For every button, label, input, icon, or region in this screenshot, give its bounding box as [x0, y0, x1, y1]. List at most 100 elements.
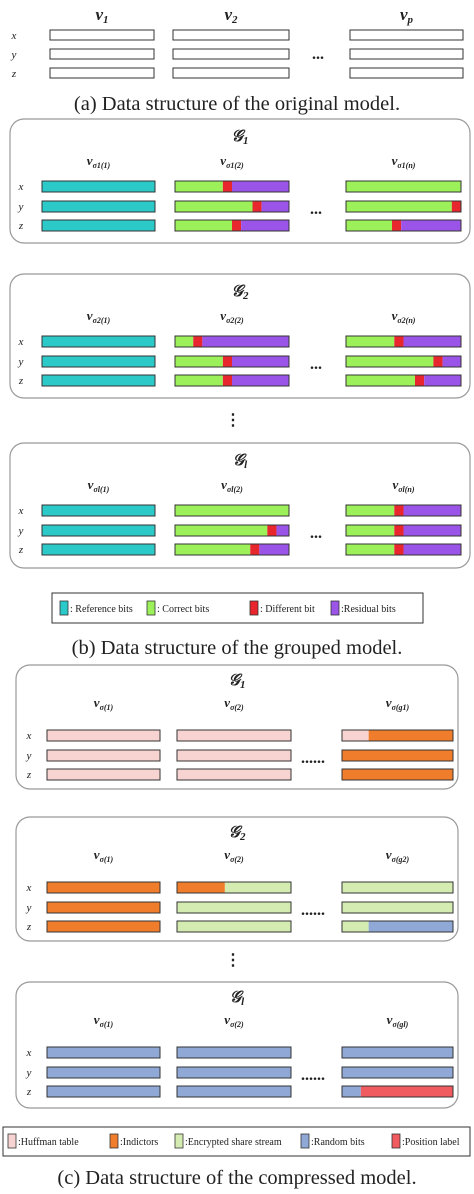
segment-correct: [175, 505, 289, 516]
segment-white: [50, 68, 154, 78]
bar-outline: [349, 48, 464, 60]
segment-white: [350, 49, 463, 59]
bar-z-2: [341, 1085, 454, 1098]
bar-x-1: [174, 180, 290, 193]
caption-a: (a) Data structure of the original model…: [74, 93, 400, 115]
axis-label-x: x: [18, 336, 24, 348]
bar-x-2: [341, 1046, 454, 1059]
bar-outline: [174, 180, 290, 193]
bar-z-0: [46, 768, 161, 781]
bar-outline: [349, 67, 464, 79]
segment-white: [50, 49, 154, 59]
segment-correct: [175, 375, 223, 386]
bar-outline: [176, 901, 292, 914]
legend-swatch-correct: [146, 600, 156, 616]
bar-outline: [176, 768, 292, 781]
axis-label-y: y: [26, 1067, 32, 1079]
segment-residual: [232, 375, 289, 386]
bar-outline: [345, 180, 462, 193]
bar-outline: [41, 504, 156, 517]
segment-reference: [42, 201, 155, 212]
segment-indicators: [177, 882, 225, 893]
bar-z-1: [176, 768, 292, 781]
segment-residual: [276, 525, 289, 536]
legend-swatch-position: [391, 1133, 401, 1149]
bar-x-0: [41, 504, 156, 517]
segment-huffman: [47, 730, 160, 741]
segment-different: [232, 220, 242, 231]
axis-label-z: z: [18, 375, 24, 387]
bar-outline: [345, 335, 462, 348]
bar-outline: [174, 200, 290, 213]
segment-indicators: [368, 730, 453, 741]
bar-x-0: [41, 180, 156, 193]
segment-encrypted: [342, 921, 369, 932]
column-header-1: vσ(2): [224, 1012, 244, 1029]
bar-x-1: [176, 881, 292, 894]
bar-outline: [176, 729, 292, 742]
bar-y-1: [176, 749, 292, 762]
column-header-1: vσ2(2): [220, 308, 244, 325]
segment-correct: [175, 201, 253, 212]
axis-label-x: x: [26, 730, 32, 742]
segment-random: [47, 1086, 160, 1097]
legend-label-huffman: :Huffman table: [18, 1137, 79, 1148]
axis-label-z: z: [11, 68, 17, 80]
bar-outline: [174, 504, 290, 517]
bar-outline: [49, 29, 155, 41]
bar-x-2: [341, 729, 454, 742]
segment-correct: [175, 181, 223, 192]
bar-y-1: [174, 200, 290, 213]
segment-residual: [259, 544, 289, 555]
column-header-1: vσ1(2): [220, 153, 244, 170]
caption-b: (b) Data structure of the grouped model.: [72, 637, 403, 659]
bar-outline: [341, 729, 454, 742]
bar-x-1: [174, 504, 290, 517]
bar-outline: [345, 219, 462, 232]
segment-correct: [175, 525, 268, 536]
ellipsis: ...: [310, 525, 322, 542]
bar-outline: [341, 768, 454, 781]
group-title: 𝒢1: [232, 128, 249, 147]
bar-outline: [345, 504, 462, 517]
bar-a-x-1: [172, 29, 290, 41]
segment-correct: [346, 505, 395, 516]
segment-residual: [241, 220, 289, 231]
segment-indicators: [47, 921, 160, 932]
axis-label-z: z: [26, 769, 32, 781]
group-title: 𝒢2: [229, 824, 246, 843]
column-header-1: vσl(2): [221, 477, 243, 494]
bar-z-2: [341, 768, 454, 781]
axis-label-y: y: [18, 201, 24, 213]
segment-random: [342, 1047, 453, 1058]
axis-label-y: y: [26, 750, 32, 762]
bar-y-0: [41, 355, 156, 368]
segment-residual: [403, 505, 461, 516]
axis-label-z: z: [18, 544, 24, 556]
bar-z-2: [345, 374, 462, 387]
segment-residual: [442, 356, 461, 367]
bar-outline: [49, 67, 155, 79]
vdots-b: ⋮: [225, 412, 241, 429]
column-header-0: vσ2(1): [87, 308, 111, 325]
segment-indicators: [342, 769, 453, 780]
bar-x-2: [345, 504, 462, 517]
segment-indicators: [47, 902, 160, 913]
segment-encrypted: [342, 882, 453, 893]
caption-c: (c) Data structure of the compressed mod…: [57, 1167, 416, 1189]
ellipsis: ......: [301, 750, 325, 767]
bar-y-1: [176, 901, 292, 914]
segment-reference: [42, 525, 155, 536]
bar-outline: [345, 374, 462, 387]
bar-a-z-1: [172, 67, 290, 79]
segment-different: [222, 375, 232, 386]
bar-a-x-0: [49, 29, 155, 41]
segment-different: [193, 336, 203, 347]
segment-random: [47, 1047, 160, 1058]
segment-indicators: [47, 882, 160, 893]
bar-z-1: [176, 1085, 292, 1098]
bar-outline: [341, 749, 454, 762]
bar-z-0: [41, 543, 156, 556]
bar-z-1: [174, 219, 290, 232]
bar-outline: [41, 355, 156, 368]
